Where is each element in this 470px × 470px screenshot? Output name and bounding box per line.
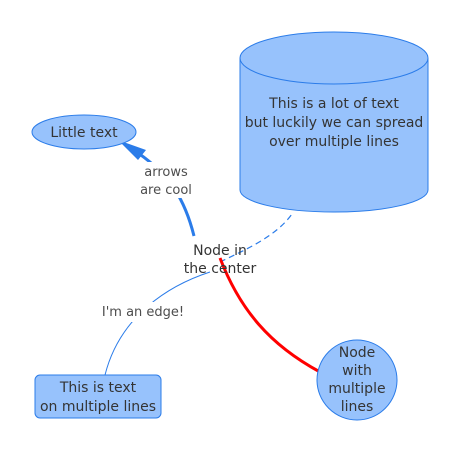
box-node-shape[interactable] — [34, 374, 162, 419]
circle-label-line2: with — [342, 363, 372, 379]
little-text-label: Little text — [50, 125, 118, 141]
edge-center-to-database[interactable] — [219, 213, 293, 263]
ellipse-node-shape[interactable] — [31, 114, 137, 150]
database-body[interactable] — [239, 58, 429, 213]
node-center[interactable]: Node in the center — [184, 243, 257, 277]
circle-node-shape[interactable] — [316, 339, 398, 421]
edge-dashed-line[interactable] — [219, 213, 293, 263]
edge-label-arrows-line1: arrows — [144, 165, 188, 180]
database-top[interactable] — [239, 31, 429, 85]
box-label-line2: on multiple lines — [40, 399, 156, 415]
node-circle[interactable]: Node with multiple lines — [316, 339, 398, 421]
circle-label-line1: Node — [339, 345, 376, 361]
edge-red-line[interactable] — [218, 257, 321, 374]
database-label-line2: but luckily we can spread — [245, 115, 424, 131]
arrowhead-icon — [118, 140, 146, 160]
node-box[interactable]: This is text on multiple lines — [34, 374, 162, 419]
edge-label-background — [100, 302, 184, 322]
edge-label-background — [138, 162, 192, 198]
database-label-line1: This is a lot of text — [268, 96, 399, 112]
edge-thin-line[interactable] — [104, 271, 211, 376]
circle-label-line3: multiple — [328, 381, 385, 397]
edge-center-to-box[interactable] — [104, 271, 211, 376]
box-label-line1: This is text — [59, 380, 137, 396]
node-little-text[interactable]: Little text — [31, 114, 137, 150]
circle-label-line4: lines — [341, 399, 374, 415]
node-database[interactable]: This is a lot of text but luckily we can… — [239, 31, 429, 213]
database-label-line3: over multiple lines — [269, 134, 399, 150]
center-label-line2: the center — [184, 261, 257, 277]
edge-label-arrows-line2: are cool — [140, 183, 192, 198]
center-label-line1: Node in — [193, 243, 247, 259]
edge-center-to-circle[interactable] — [218, 257, 321, 374]
edge-label-im-an-edge: I'm an edge! — [102, 305, 184, 320]
